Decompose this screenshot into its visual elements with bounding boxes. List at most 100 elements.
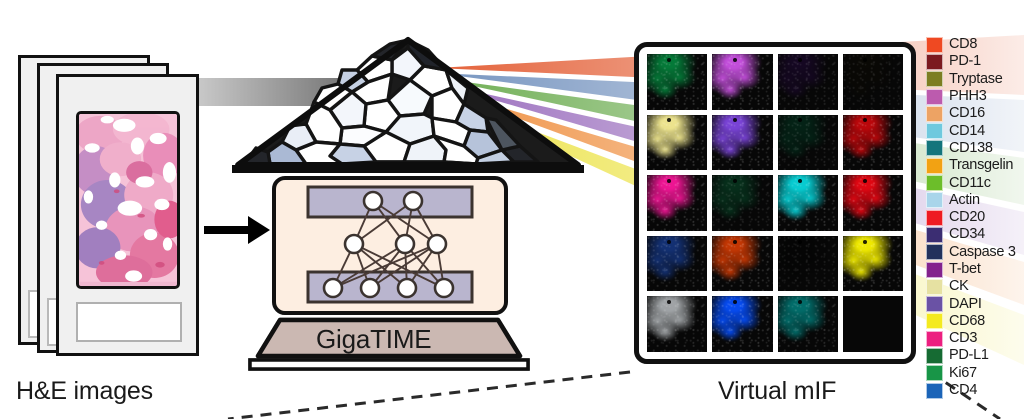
mif-tile-signal — [777, 175, 834, 224]
legend-swatch — [926, 244, 943, 261]
legend-label: CD4 — [949, 382, 978, 399]
legend-label: CD138 — [949, 139, 993, 156]
mif-tile — [777, 175, 838, 231]
legend-label: CD16 — [949, 105, 985, 122]
mif-tile-signal — [777, 235, 834, 284]
legend-item: CK — [926, 278, 1024, 295]
mif-tile-speckle — [647, 296, 708, 352]
legend-label: DAPI — [949, 295, 982, 312]
mif-tile — [712, 235, 773, 292]
mif-tile-signal — [647, 54, 704, 102]
legend-item: CD20 — [926, 209, 1024, 226]
legend-item: PD-L1 — [926, 347, 1024, 364]
legend-swatch — [926, 123, 943, 140]
legend-item: CD4 — [926, 382, 1024, 399]
legend-label: PD-1 — [949, 53, 981, 70]
mif-tile-speckle — [842, 114, 903, 171]
mif-tile-marker-dot — [667, 239, 672, 244]
mif-tile-marker-dot — [863, 239, 868, 244]
mif-tile-speckle — [647, 175, 708, 231]
mif-tile-signal — [777, 296, 834, 345]
cell-mosaic-prism — [232, 37, 584, 173]
mif-tile — [842, 296, 903, 352]
mif-tile — [712, 296, 773, 352]
legend-label: CD14 — [949, 122, 985, 139]
legend-item: Actin — [926, 192, 1024, 209]
legend-swatch — [926, 71, 943, 88]
mif-tile-signal — [647, 235, 704, 284]
mif-tile-signal — [712, 175, 769, 224]
mif-tile-signal — [842, 114, 899, 163]
mif-tile-marker-dot — [863, 57, 868, 62]
legend-item: CD138 — [926, 140, 1024, 157]
mif-tile-marker-dot — [732, 179, 737, 184]
mif-tile-marker-dot — [797, 300, 802, 305]
mif-tile-speckle — [712, 175, 773, 231]
legend-swatch — [926, 209, 943, 226]
mif-tile-signal — [647, 114, 704, 163]
mif-tile-speckle — [842, 175, 903, 231]
legend-swatch — [926, 347, 943, 364]
legend-label: CD34 — [949, 226, 985, 243]
he-tissue-render — [79, 114, 177, 282]
legend-swatch — [926, 296, 943, 313]
mif-tile-speckle — [647, 114, 708, 171]
mif-tile-marker-dot — [667, 118, 672, 123]
legend-label: Ki67 — [949, 364, 977, 381]
legend-item: DAPI — [926, 295, 1024, 313]
legend-swatch — [926, 157, 943, 174]
mif-tile-speckle — [712, 54, 773, 110]
legend-item: CD34 — [926, 226, 1024, 243]
legend-label: PD-L1 — [949, 347, 989, 364]
legend-item: CD14 — [926, 122, 1024, 140]
he-images-label: H&E images — [16, 377, 153, 405]
mif-tile — [712, 54, 773, 110]
legend-swatch — [926, 175, 943, 192]
mif-tile-marker-dot — [797, 179, 802, 184]
mif-tile-marker-dot — [732, 118, 737, 123]
legend-swatch — [926, 36, 943, 53]
legend-label: T-bet — [949, 261, 981, 277]
mif-tile-speckle — [842, 54, 903, 110]
mif-tile — [647, 296, 708, 352]
legend-item: CD3 — [926, 330, 1024, 347]
mif-tile-signal — [647, 296, 704, 345]
legend-swatch — [926, 226, 943, 243]
legend-label: CK — [949, 278, 969, 295]
mif-tile-marker-dot — [732, 57, 737, 62]
mif-tile — [842, 114, 903, 171]
mif-tile — [842, 235, 903, 292]
mif-tile-speckle — [712, 235, 773, 292]
legend-item: Ki67 — [926, 365, 1024, 382]
mif-tile — [647, 114, 708, 171]
legend-swatch — [926, 313, 943, 330]
mif-tile-speckle — [777, 296, 838, 352]
mif-tile-speckle — [777, 175, 838, 231]
legend-item: CD11c — [926, 174, 1024, 192]
legend-item: CD8 — [926, 36, 1024, 53]
mif-tile — [647, 235, 708, 292]
legend-item: CD16 — [926, 105, 1024, 122]
legend-swatch — [926, 53, 943, 70]
legend-label: CD20 — [949, 209, 985, 226]
mif-tile — [777, 296, 838, 352]
legend-swatch — [926, 261, 943, 278]
mif-tile-marker-dot — [667, 57, 672, 62]
mif-tile-marker-dot — [667, 179, 672, 184]
legend-item: Transgelin — [926, 157, 1024, 174]
legend-swatch — [926, 105, 943, 122]
mif-tile-signal — [712, 235, 769, 284]
mif-tile-marker-dot — [732, 239, 737, 244]
legend-label: Caspase 3 — [949, 243, 1016, 260]
mif-tile — [712, 114, 773, 171]
legend-label: CD68 — [949, 312, 985, 329]
process-arrow — [204, 216, 270, 244]
legend-swatch — [926, 330, 943, 347]
legend-item: T-bet — [926, 261, 1024, 278]
legend-swatch — [926, 278, 943, 295]
legend-item: Tryptase — [926, 71, 1024, 88]
legend-label: CD11c — [949, 174, 991, 191]
legend-label: Actin — [949, 191, 980, 208]
